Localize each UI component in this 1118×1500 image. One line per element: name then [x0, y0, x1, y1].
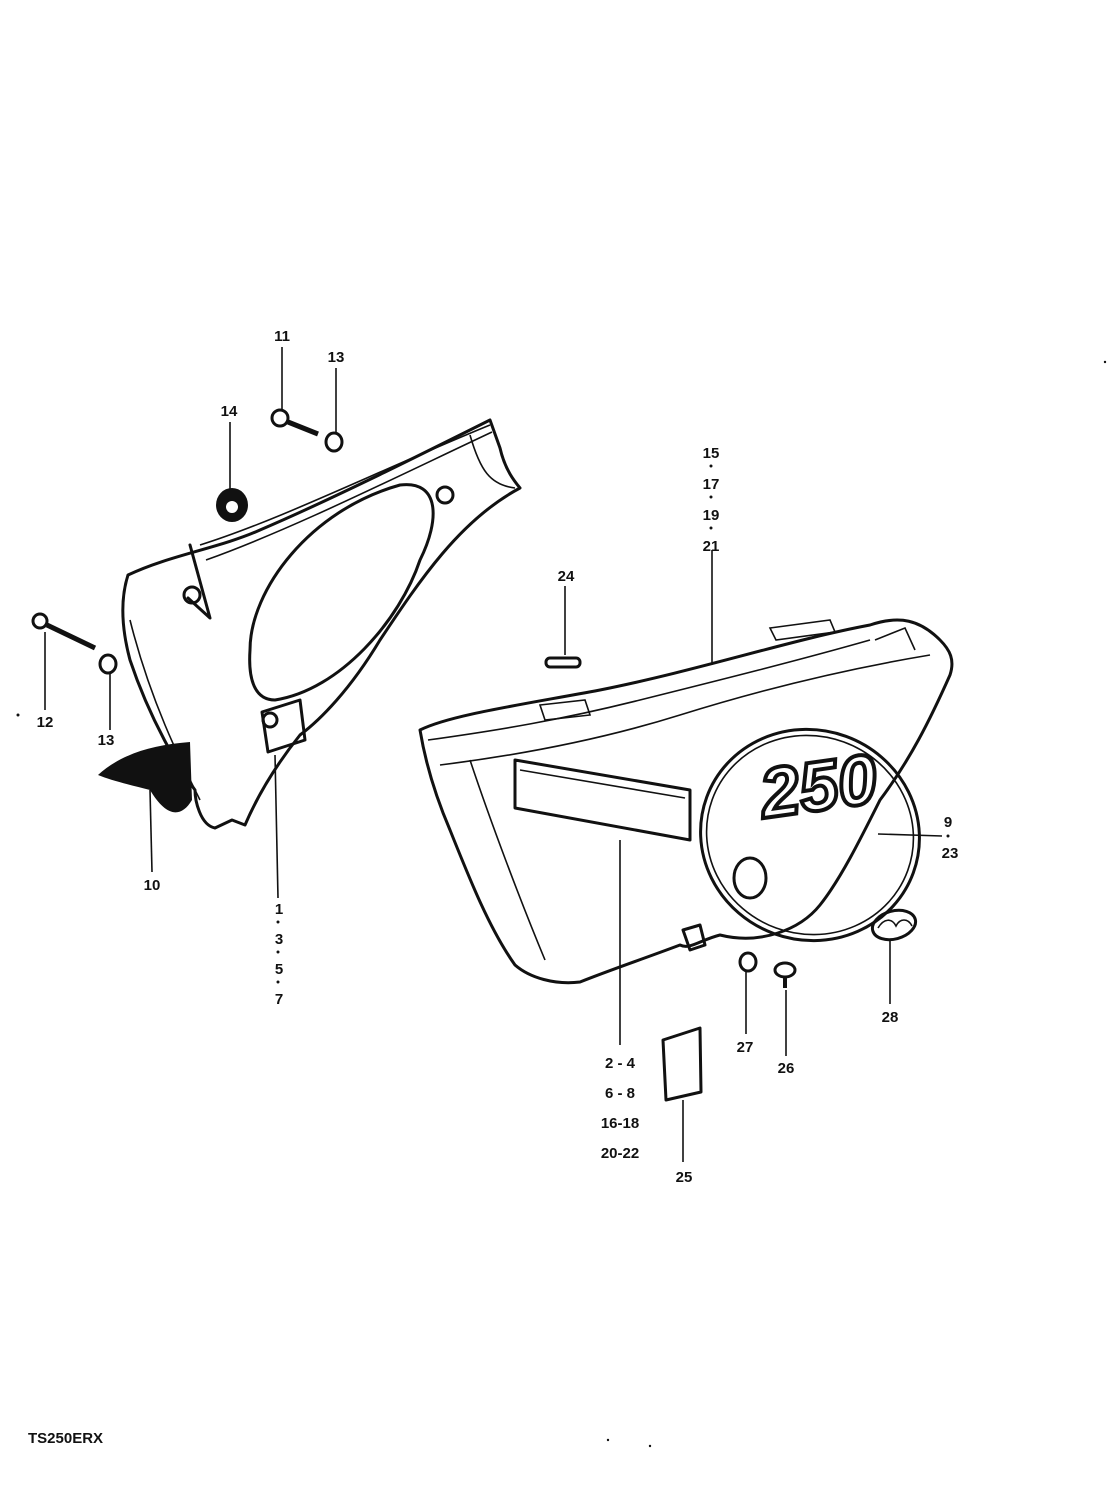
- label-plate-25: [661, 1026, 703, 1102]
- callout-19: 19: [703, 507, 720, 524]
- callout-5: 5: [275, 961, 283, 978]
- callout-labels: 11 13 14 12 13 10 1 3 5 7 15 17 19 21 24…: [37, 328, 959, 1186]
- screw-26: [773, 961, 797, 988]
- callout-7: 7: [275, 991, 283, 1008]
- callout-11: 11: [274, 328, 290, 345]
- label-dots: [276, 464, 950, 984]
- callout-25: 25: [676, 1169, 693, 1186]
- callout-9: 9: [944, 814, 952, 831]
- callout-28: 28: [882, 1009, 899, 1026]
- callout-27: 27: [737, 1039, 754, 1056]
- rubber-grommet-14: [216, 488, 248, 522]
- callout-23: 23: [942, 845, 959, 862]
- model-code: TS250ERX: [28, 1430, 104, 1447]
- callout-13-top: 13: [328, 349, 345, 366]
- washer-13-top: [324, 431, 344, 453]
- callout-10: 10: [144, 877, 161, 894]
- bolt-11: [270, 408, 319, 437]
- callout-6-8: 6 - 8: [605, 1085, 635, 1102]
- right-frame-cover: 250: [418, 618, 954, 985]
- callout-24: 24: [558, 568, 575, 585]
- scan-specks: [16, 360, 1107, 1448]
- callout-3: 3: [275, 931, 283, 948]
- callout-20-22: 20-22: [601, 1145, 639, 1162]
- washer-27: [738, 951, 758, 973]
- callout-2-4: 2 - 4: [605, 1055, 636, 1072]
- callout-13-lower: 13: [98, 732, 115, 749]
- bolt-12: [31, 612, 97, 651]
- emblem-28: [870, 908, 918, 942]
- washer-13-lower: [98, 653, 118, 675]
- leader-lines: [44, 347, 943, 1162]
- emblem-250: 250: [753, 739, 882, 833]
- callout-16-18: 16-18: [601, 1115, 639, 1132]
- callout-26: 26: [778, 1060, 795, 1077]
- callout-15: 15: [703, 445, 720, 462]
- callout-1: 1: [275, 901, 283, 918]
- bracket-10: [98, 742, 192, 813]
- callout-14: 14: [221, 403, 238, 420]
- callout-12: 12: [37, 714, 54, 731]
- clip-24: [544, 656, 582, 669]
- callout-21: 21: [703, 538, 720, 555]
- callout-17: 17: [703, 476, 720, 493]
